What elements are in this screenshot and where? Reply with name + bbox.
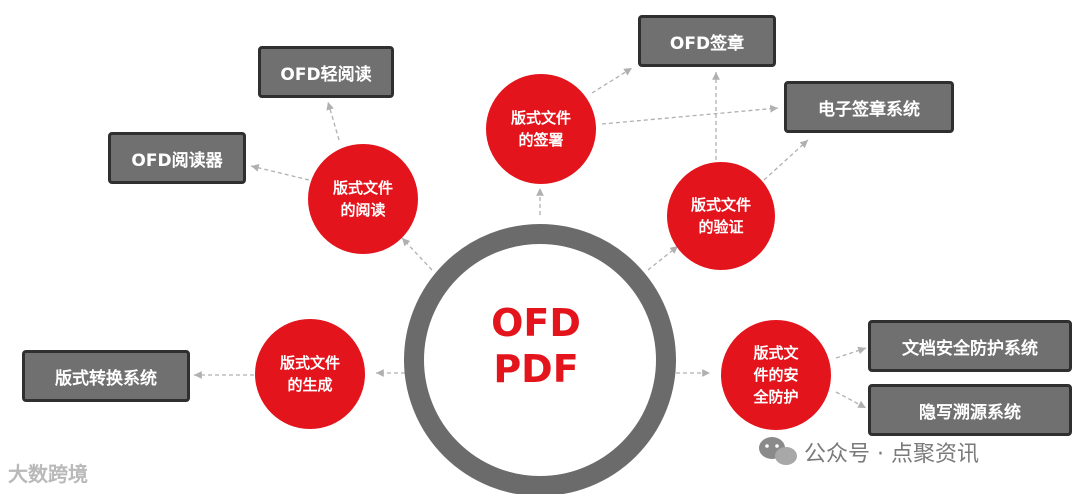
circle-generate-label: 版式文件 的生成 bbox=[279, 354, 340, 394]
source-logo: 大数跨境 bbox=[8, 458, 88, 487]
box-ofd-light-reading[interactable]: OFD轻阅读 bbox=[258, 46, 394, 98]
circle-generate[interactable]: 版式文件 的生成 bbox=[255, 319, 365, 429]
hub-label-line2: PDF bbox=[493, 347, 579, 391]
connector-security-trace bbox=[835, 391, 867, 409]
box-e-signature-system[interactable]: 电子签章系统 bbox=[784, 81, 954, 133]
watermark-text: 公众号 · 点聚资讯 bbox=[804, 442, 979, 467]
circle-security-label: 版式文 件的安 全防护 bbox=[753, 344, 799, 406]
hub-ring bbox=[404, 224, 676, 494]
connector-reading-reader bbox=[250, 164, 310, 181]
circle-signing-label: 版式文件 的签署 bbox=[510, 109, 571, 149]
box-hidden-trace[interactable]: 隐写溯源系统 bbox=[868, 384, 1072, 436]
hub-label-line1: OFD bbox=[491, 301, 581, 345]
circle-security[interactable]: 版式文 件的安 全防护 bbox=[721, 320, 831, 430]
circle-verify[interactable]: 版式文件 的验证 bbox=[667, 162, 775, 270]
box-ofd-signature[interactable]: OFD签章 bbox=[638, 15, 776, 67]
box-ofd-reader[interactable]: OFD阅读器 bbox=[108, 132, 246, 184]
connector-hub-reading bbox=[401, 237, 433, 271]
connector-hub-verify bbox=[647, 245, 679, 271]
wechat-icon bbox=[759, 437, 797, 465]
connector-security-docsec bbox=[835, 346, 867, 359]
box-format-conversion[interactable]: 版式转换系统 bbox=[22, 350, 190, 402]
circle-signing[interactable]: 版式文件 的签署 bbox=[486, 74, 596, 184]
circle-verify-label: 版式文件 的验证 bbox=[690, 196, 751, 236]
connector-signing-esig bbox=[601, 104, 779, 125]
logo-text: 大数跨境 bbox=[8, 462, 88, 486]
connector-signing-ofdsig bbox=[591, 67, 633, 94]
circle-reading[interactable]: 版式文件 的阅读 bbox=[308, 144, 418, 254]
hub-label: OFD PDF bbox=[446, 300, 626, 392]
connector-reading-lightread bbox=[326, 101, 340, 141]
box-doc-security[interactable]: 文档安全防护系统 bbox=[868, 320, 1072, 372]
circle-reading-label: 版式文件 的阅读 bbox=[332, 179, 393, 219]
connector-verify-esig bbox=[763, 139, 809, 181]
